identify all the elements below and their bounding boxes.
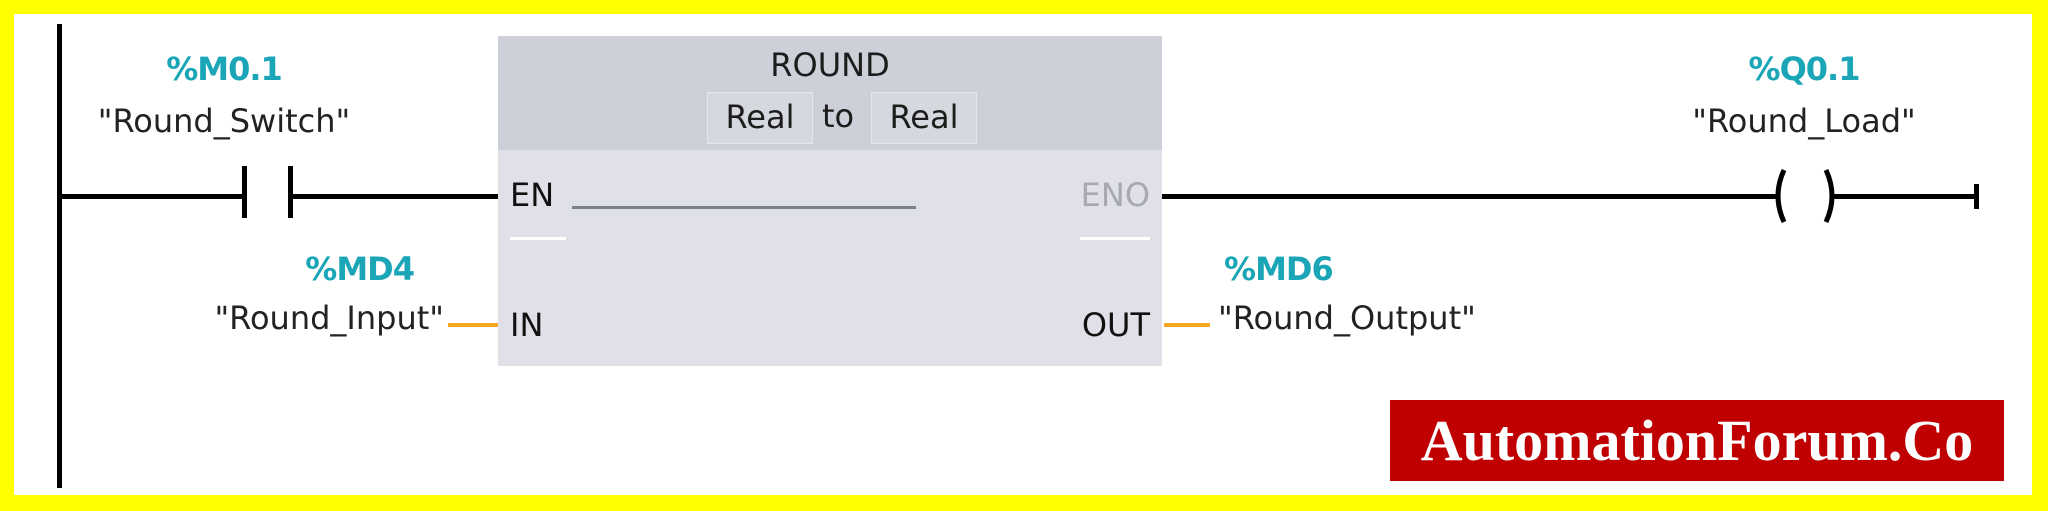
output-address: %MD6 [1224,250,1334,288]
rung-wire-eno-to-coil [1162,194,1772,199]
en-pin: EN [510,176,555,214]
en-underline [510,237,566,240]
rung-wire-left [62,194,242,199]
in-pin: IN [510,306,544,344]
eno-pin: ENO [1080,176,1150,214]
eno-underline [1080,237,1150,240]
ladder-canvas: %M0.1 "Round_Switch" ROUND Real to Real … [14,14,2032,495]
block-header: ROUND Real to Real [498,36,1162,150]
round-function-block[interactable]: ROUND Real to Real EN ENO IN OUT [498,36,1162,366]
watermark-logo: AutomationForum.Co [1390,400,2004,481]
normally-open-contact[interactable] [238,166,298,228]
input-symbol[interactable]: "Round_Input" [214,299,444,337]
type-connector-label: to [822,97,855,135]
contact-symbol: "Round_Switch" [97,102,351,140]
contact-right-bar-icon [288,166,293,218]
out-pin: OUT [1081,306,1150,344]
rung-end-cap [1974,184,1979,209]
block-title: ROUND [770,46,890,84]
contact-address: %M0.1 [166,50,283,88]
left-power-rail [57,24,62,488]
coil-address: %Q0.1 [1748,50,1861,88]
input-type-selector[interactable]: Real [707,92,813,144]
output-type-selector[interactable]: Real [871,92,977,144]
internal-enable-wire [572,206,916,209]
output-data-wire [1164,323,1210,327]
input-address: %MD4 [305,250,415,288]
rung-wire-coil-right [1848,194,1978,199]
input-data-wire [448,323,498,327]
coil-parentheses-icon [1762,168,1848,224]
contact-left-bar-icon [242,166,247,218]
rung-wire-contact-to-block [293,194,498,199]
output-symbol[interactable]: "Round_Output" [1218,299,1476,337]
output-coil[interactable] [1762,166,1848,228]
coil-symbol: "Round_Load" [1692,102,1916,140]
